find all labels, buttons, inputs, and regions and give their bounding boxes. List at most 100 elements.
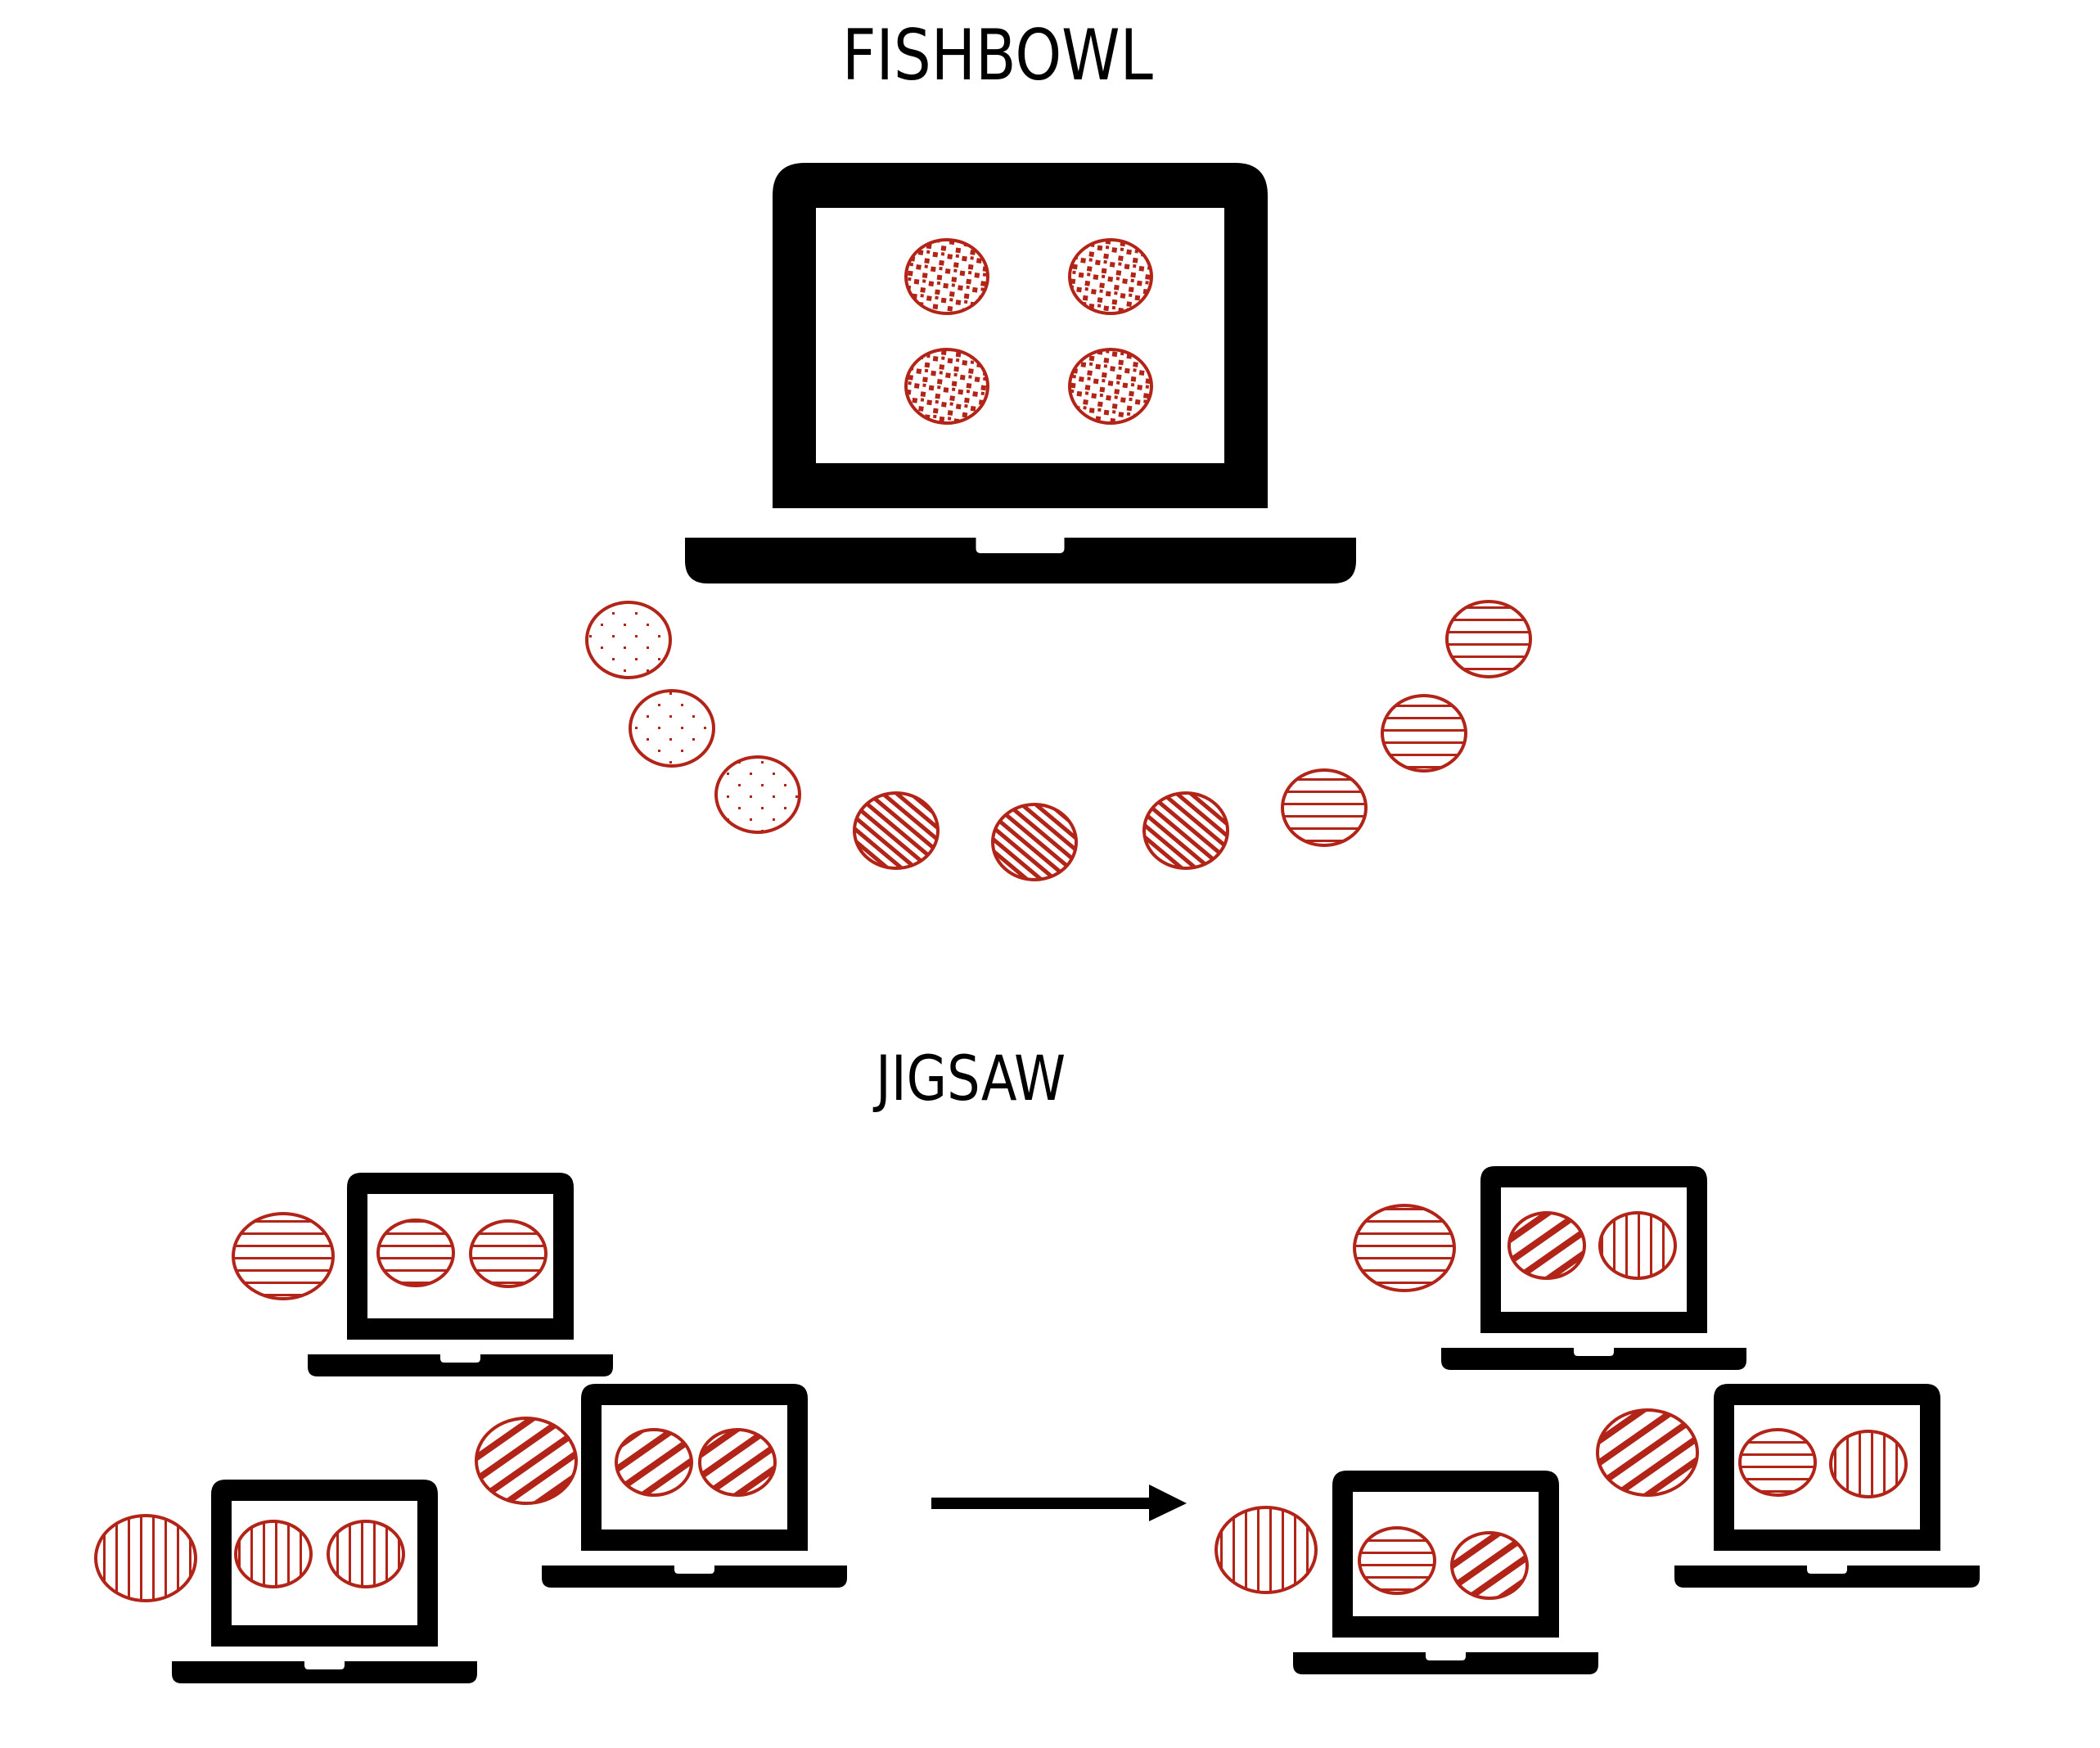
circle-outline	[1068, 348, 1153, 425]
screen-participant	[327, 1520, 405, 1588]
circle-outline	[585, 601, 672, 679]
diagonal-fill	[1509, 1213, 1584, 1278]
circle-outline	[1381, 694, 1467, 773]
horizontal-fill	[1447, 601, 1530, 677]
circle-outline	[475, 1417, 578, 1505]
jigsaw-team	[94, 1480, 477, 1683]
horizontal-fill	[1382, 696, 1466, 771]
horizontal-fill	[471, 1221, 546, 1286]
inner-circle-participant	[904, 238, 989, 315]
circle-outline	[1450, 1531, 1529, 1600]
jigsaw-section	[94, 1166, 1980, 1683]
circle-outline	[1596, 1408, 1699, 1497]
outer-circle-participant	[714, 755, 801, 834]
circle-outline	[1445, 600, 1532, 678]
fishbowl-section	[585, 163, 1532, 881]
sparse-dots-fill	[587, 602, 670, 678]
inner-circle-participant	[904, 348, 989, 425]
circle-outline	[1598, 1211, 1677, 1280]
circle-outline	[853, 791, 940, 870]
horizontal-fill	[233, 1214, 333, 1299]
arrow-head	[1149, 1484, 1187, 1521]
horizontal-fill	[1740, 1430, 1815, 1495]
circle-outline	[1068, 238, 1153, 315]
screen-participant	[1738, 1428, 1817, 1497]
circle-outline	[376, 1219, 455, 1287]
laptop-screen	[816, 208, 1224, 463]
outer-circle-audience	[585, 600, 1532, 881]
checker-fill	[906, 240, 988, 313]
fishbowl-title: FISHBOWL	[842, 15, 1153, 97]
outside-participant	[232, 1212, 335, 1300]
screen-participant	[1507, 1211, 1586, 1280]
jigsaw-team	[1596, 1384, 1980, 1588]
team-laptop	[308, 1173, 613, 1376]
circle-outline	[1738, 1428, 1817, 1497]
jigsaw-after-groups	[1214, 1166, 1980, 1674]
checker-fill	[906, 349, 988, 423]
jigsaw-team	[232, 1173, 613, 1376]
screen-participant	[234, 1520, 313, 1588]
jigsaw-team	[1353, 1166, 1746, 1370]
circle-outline	[234, 1520, 313, 1588]
jigsaw-title: JIGSAW	[876, 1042, 1066, 1115]
sparse-dots-fill	[630, 691, 714, 766]
diagonal-fill	[700, 1430, 775, 1495]
outside-participant	[1596, 1408, 1699, 1497]
arrow-shaft	[931, 1498, 1152, 1509]
outer-circle-participant	[585, 601, 672, 679]
circle-outline	[714, 755, 801, 834]
screen-participant	[1829, 1430, 1908, 1498]
screen-participant	[376, 1219, 455, 1287]
circle-outline	[991, 803, 1078, 881]
circle-outline	[469, 1219, 548, 1288]
circle-outline	[1142, 791, 1229, 870]
laptop-base	[685, 538, 1356, 583]
dense-diagonal-fill	[854, 793, 938, 868]
inner-circle-participant	[1068, 238, 1153, 315]
horizontal-fill	[378, 1220, 453, 1286]
outer-circle-participant	[1445, 600, 1532, 678]
circle-outline	[904, 238, 989, 315]
outer-circle-participant	[853, 791, 940, 870]
outside-participant	[1353, 1204, 1456, 1292]
dense-diagonal-fill	[1144, 793, 1228, 868]
horizontal-fill	[1354, 1205, 1454, 1291]
circle-outline	[1829, 1430, 1908, 1498]
vertical-fill	[1216, 1507, 1316, 1593]
dense-diagonal-fill	[993, 804, 1076, 880]
outer-circle-participant	[1142, 791, 1229, 870]
diagonal-fill	[616, 1430, 692, 1495]
horizontal-fill	[1282, 770, 1366, 845]
vertical-fill	[236, 1521, 311, 1587]
outside-participant	[1214, 1506, 1318, 1594]
jigsaw-team	[1214, 1471, 1598, 1674]
outer-circle-participant	[991, 803, 1078, 881]
circle-outline	[904, 348, 989, 425]
right-arrow-icon	[931, 1484, 1187, 1521]
circle-outline	[698, 1428, 777, 1497]
circle-outline	[615, 1428, 693, 1497]
laptop-base	[1293, 1652, 1598, 1674]
laptop-base	[1674, 1566, 1980, 1588]
screen-participant	[469, 1219, 548, 1288]
circle-outline	[232, 1212, 335, 1300]
jigsaw-before-groups	[94, 1173, 847, 1683]
team-laptop	[1441, 1166, 1746, 1370]
outside-participant	[94, 1514, 197, 1602]
inner-circle-participant	[1068, 348, 1153, 425]
outer-circle-participant	[1381, 694, 1467, 773]
vertical-fill	[1600, 1213, 1675, 1278]
team-laptop	[172, 1480, 477, 1683]
circle-outline	[1358, 1526, 1436, 1595]
fishbowl-center-laptop	[685, 163, 1356, 583]
laptop-base	[308, 1354, 613, 1376]
outer-circle-participant	[1281, 768, 1368, 847]
screen-participant	[1450, 1531, 1529, 1600]
circle-outline	[327, 1520, 405, 1588]
sparse-dots-fill	[716, 757, 800, 832]
outside-participant	[475, 1417, 578, 1505]
laptop-base	[1441, 1348, 1746, 1370]
diagonal-fill	[1452, 1533, 1527, 1598]
